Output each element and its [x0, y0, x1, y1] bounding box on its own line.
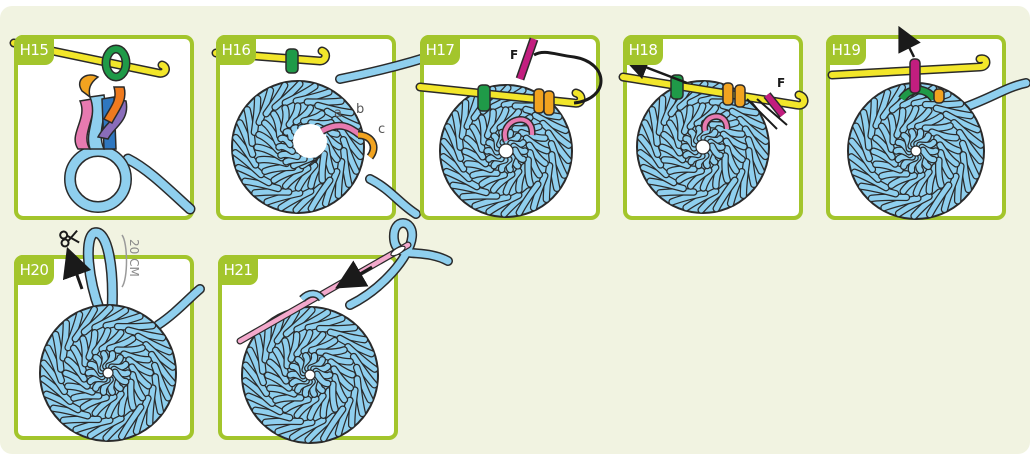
step-tag: H18	[623, 35, 663, 65]
step-panel-h21: H21	[218, 255, 398, 440]
step-illustration: F	[627, 39, 807, 224]
crochet-disc	[40, 305, 176, 441]
label-b: b	[356, 102, 364, 117]
step-panel-h20: H20 20 CM	[14, 255, 194, 440]
step-panel-h18: H18 F	[623, 35, 803, 220]
step-illustration	[222, 259, 402, 444]
step-illustration: 20 CM	[18, 259, 198, 444]
label-f: F	[777, 76, 785, 90]
step-tag: H17	[420, 35, 460, 65]
step-tag: H20	[14, 255, 54, 285]
step-tag: H15	[14, 35, 54, 65]
arrow-icon	[72, 261, 82, 289]
label-c: c	[378, 122, 385, 137]
step-panel-h17: H17 F	[420, 35, 600, 220]
step-illustration	[830, 39, 1010, 224]
step-illustration: F	[424, 39, 604, 224]
step-illustration	[18, 39, 198, 224]
step-panel-h19: H19	[826, 35, 1006, 220]
measurement-label: 20 CM	[127, 239, 141, 277]
label-a: a	[334, 106, 342, 121]
arrow-icon	[904, 37, 914, 57]
step-panel-h15: H15	[14, 35, 194, 220]
step-tag: H21	[218, 255, 258, 285]
step-tag: H19	[826, 35, 866, 65]
step-tag: H16	[216, 35, 256, 65]
step-illustration: a b c	[220, 39, 400, 224]
step-panel-h16: H16 a b c	[216, 35, 396, 220]
crochet-disc	[848, 83, 984, 219]
label-f: F	[510, 48, 518, 62]
